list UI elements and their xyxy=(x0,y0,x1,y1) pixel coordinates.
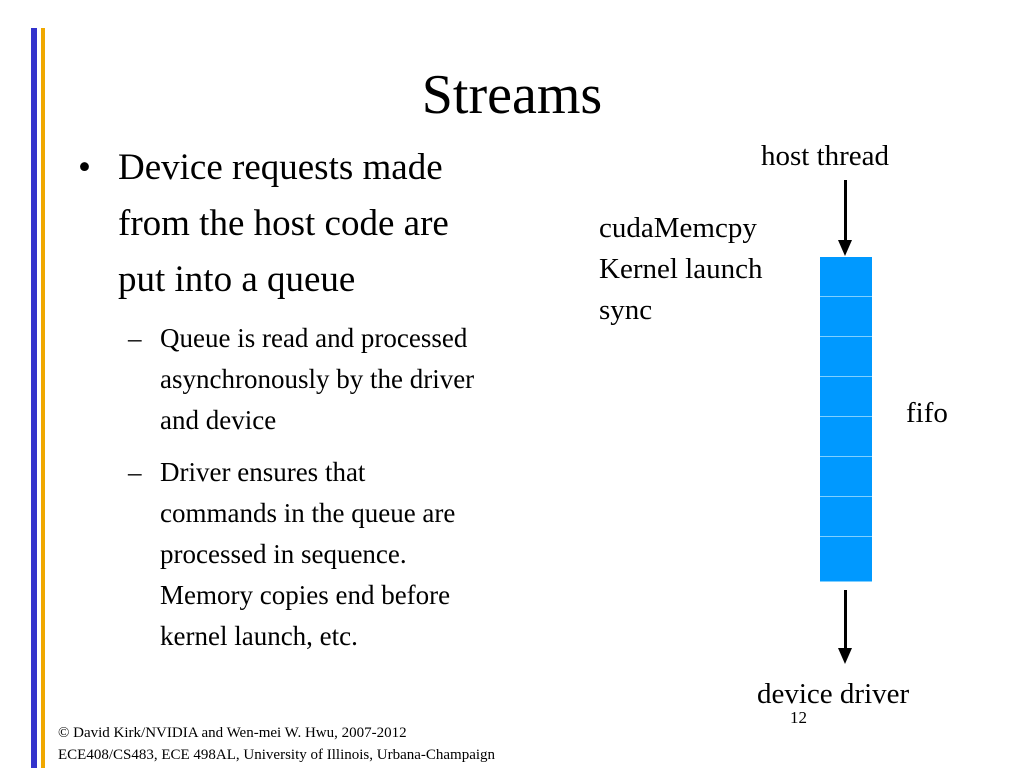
fifo-slot xyxy=(820,297,872,337)
footer: © David Kirk/NVIDIA and Wen-mei W. Hwu, … xyxy=(58,722,495,766)
fifo-to-driver-arrow-shaft xyxy=(844,590,847,650)
sub-bullet-line: processed in sequence. xyxy=(160,539,407,569)
sub-bullet: – Queue is read and processed asynchrono… xyxy=(78,318,578,441)
fifo-slot xyxy=(820,537,872,582)
command-label-kernel-launch: Kernel launch xyxy=(599,253,763,285)
sub-bullet-list: – Queue is read and processed asynchrono… xyxy=(78,318,578,657)
host-to-fifo-arrow-shaft xyxy=(844,180,847,242)
host-to-fifo-arrow-head xyxy=(838,240,852,256)
main-bullet-line: Device requests made xyxy=(118,147,443,188)
sub-bullet-line: Memory copies end before xyxy=(160,580,451,610)
fifo-to-driver-arrow-head xyxy=(838,648,852,664)
sub-bullet-line: Queue is read and processed xyxy=(160,323,468,353)
fifo-slot xyxy=(820,497,872,537)
sub-bullet-marker: – xyxy=(128,457,142,487)
sub-bullet-line: Driver ensures that xyxy=(160,457,366,487)
main-bullet-line: put into a queue xyxy=(118,259,356,300)
fifo-slot xyxy=(820,257,872,297)
fifo-slot xyxy=(820,457,872,497)
device-driver-label: device driver xyxy=(757,678,910,710)
fifo-slot xyxy=(820,337,872,377)
sub-bullet-marker: – xyxy=(128,323,142,353)
main-bullet-line: from the host code are xyxy=(118,203,449,244)
host-thread-label: host thread xyxy=(761,140,890,172)
sub-bullet-line: and device xyxy=(160,405,277,435)
sub-bullet: – Driver ensures that commands in the qu… xyxy=(78,452,578,657)
sub-bullet-line: commands in the queue are xyxy=(160,498,456,528)
page-number: 12 xyxy=(790,708,807,727)
fifo-slot xyxy=(820,417,872,457)
command-label-cudamemcpy: cudaMemcpy xyxy=(599,212,757,244)
left-accent-bar-blue xyxy=(31,28,37,768)
bullet-marker: • xyxy=(78,147,91,188)
fifo-label: fifo xyxy=(906,397,948,429)
slide-title: Streams xyxy=(421,64,603,126)
footer-copyright: © David Kirk/NVIDIA and Wen-mei W. Hwu, … xyxy=(58,725,407,741)
bullet-list: • Device requests made from the host cod… xyxy=(78,140,578,668)
sub-bullet-line: asynchronously by the driver xyxy=(160,364,475,394)
sub-bullet-line: kernel launch, etc. xyxy=(160,621,358,651)
fifo-slot xyxy=(820,377,872,417)
command-label-sync: sync xyxy=(599,294,653,326)
main-bullet: • Device requests made from the host cod… xyxy=(78,140,578,308)
left-accent-bar-gold xyxy=(41,28,45,768)
footer-course: ECE408/CS483, ECE 498AL, University of I… xyxy=(58,747,496,763)
